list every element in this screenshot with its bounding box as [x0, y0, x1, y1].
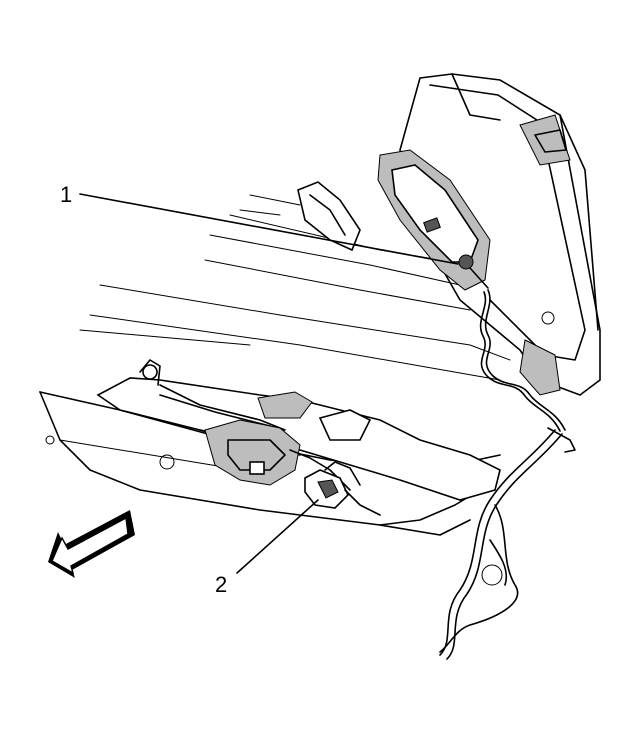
- callout-2-leader: [236, 499, 319, 574]
- callout-2-label: 2: [215, 572, 227, 597]
- callout-1-leader: [79, 193, 459, 265]
- motor-connector: [304, 461, 381, 516]
- wiper-motor: [204, 419, 351, 491]
- washer-nozzle-housing: [297, 149, 491, 291]
- callout-1-label: 1: [60, 182, 72, 207]
- front-direction-arrow-icon: [48, 510, 135, 578]
- wiring-harness: [379, 289, 576, 660]
- hood: [399, 73, 601, 396]
- wiper-linkage: [96, 359, 501, 501]
